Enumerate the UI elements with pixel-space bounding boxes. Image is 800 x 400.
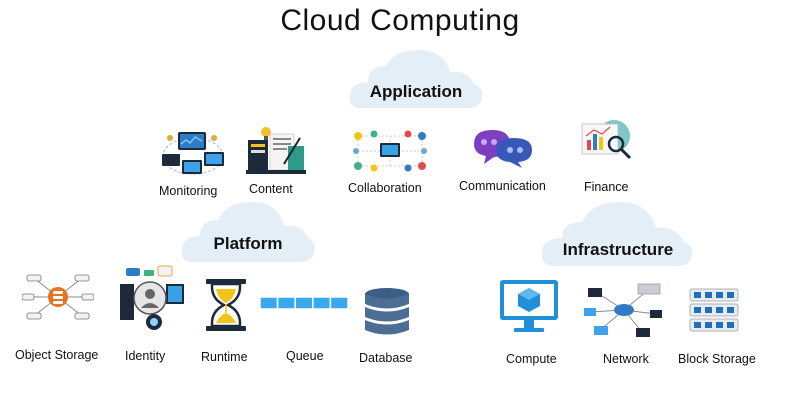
- diagram-title: Cloud Computing: [280, 4, 520, 37]
- hourglass-icon: [204, 277, 248, 333]
- application-cloud: Application: [346, 44, 486, 112]
- object-storage-icon: [22, 272, 94, 322]
- identity-label: Identity: [125, 349, 166, 363]
- object-storage-label: Object Storage: [15, 348, 99, 362]
- communication-label: Communication: [459, 179, 546, 193]
- application-label: Application: [369, 82, 463, 101]
- communication-icon: [470, 126, 536, 170]
- collaboration-icon: [348, 126, 432, 176]
- monitoring-label: Monitoring: [159, 184, 218, 198]
- compute-label: Compute: [506, 352, 557, 366]
- content-label: Content: [249, 182, 293, 196]
- block-storage-label: Block Storage: [678, 352, 756, 366]
- network-label: Network: [603, 352, 649, 366]
- runtime-label: Runtime: [201, 350, 248, 364]
- finance-icon: [578, 118, 634, 164]
- database-label: Database: [359, 351, 413, 365]
- infrastructure-cloud: Infrastructure: [538, 196, 698, 270]
- queue-icon: [260, 296, 348, 310]
- collaboration-label: Collaboration: [348, 181, 422, 195]
- network-icon: [584, 282, 664, 340]
- monitoring-icon: [160, 126, 226, 178]
- compute-icon: [498, 278, 560, 334]
- identity-icon: [118, 264, 188, 336]
- infrastructure-label: Infrastructure: [562, 240, 674, 259]
- block-storage-icon: [688, 287, 740, 335]
- database-icon: [362, 287, 412, 337]
- platform-label: Platform: [213, 234, 283, 253]
- content-icon: [244, 124, 310, 178]
- platform-cloud: Platform: [178, 196, 318, 266]
- queue-label: Queue: [286, 349, 324, 363]
- finance-label: Finance: [584, 180, 629, 194]
